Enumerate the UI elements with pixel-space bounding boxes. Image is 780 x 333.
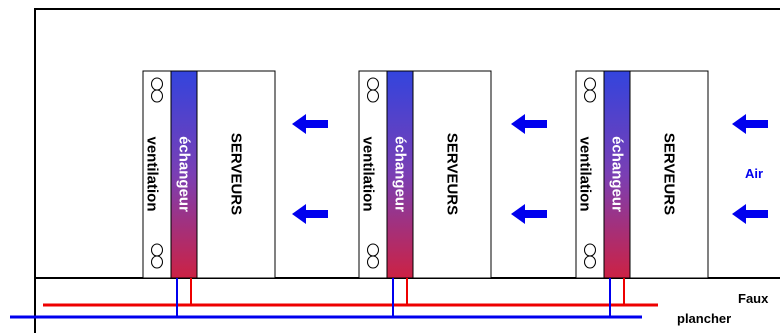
air-label: Air: [745, 166, 763, 181]
airflow-arrow-icon: [292, 204, 328, 224]
exchanger-label: échangeur: [609, 136, 626, 212]
ventilation-label: ventilation: [360, 136, 377, 211]
airflow-arrow-icon: [292, 114, 328, 134]
servers-label: SERVEURS: [444, 133, 461, 215]
airflow-arrow-icon: [511, 204, 547, 224]
rack-2: ventilation échangeur SERVEURS: [358, 70, 492, 279]
airflow-arrow-icon: [732, 114, 768, 134]
exchanger-panel: [603, 70, 631, 279]
airflow-arrow-icon: [511, 114, 547, 134]
pipes: [10, 278, 658, 319]
exchanger-label: échangeur: [176, 136, 193, 212]
floor-label-line2: plancher: [677, 311, 731, 326]
airflow-arrow-icon: [732, 204, 768, 224]
exchanger-label: échangeur: [392, 136, 409, 212]
servers-label: SERVEURS: [228, 133, 245, 215]
exchanger-panel: [170, 70, 198, 279]
rack-3: ventilation échangeur SERVEURS: [575, 70, 709, 279]
ventilation-label: ventilation: [577, 136, 594, 211]
servers-panel: [629, 70, 709, 279]
servers-label: SERVEURS: [661, 133, 678, 215]
ventilation-label: ventilation: [144, 136, 161, 211]
servers-panel: [196, 70, 276, 279]
floor-label-line1: Faux: [738, 291, 769, 306]
servers-panel: [412, 70, 492, 279]
rack-1: ventilation échangeur SERVEURS: [142, 70, 276, 279]
room-outline: [34, 8, 780, 333]
